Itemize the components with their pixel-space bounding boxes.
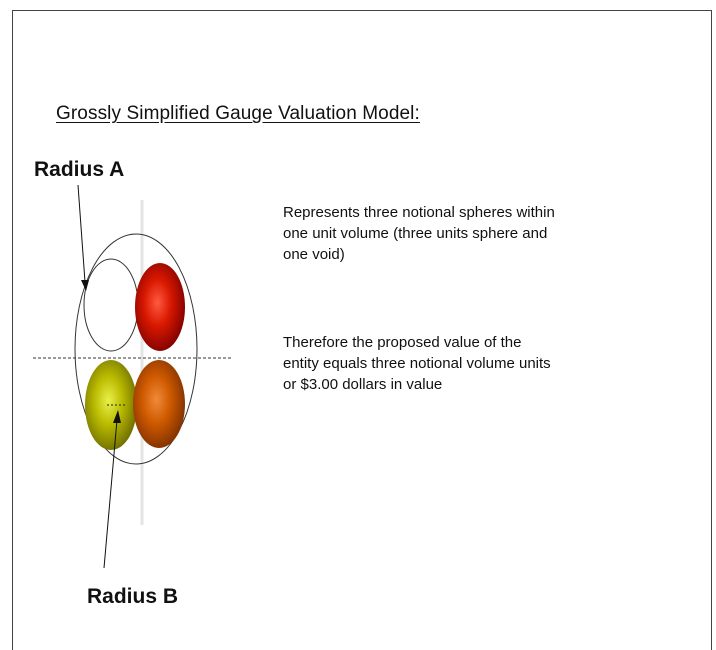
- description-paragraph-1: Represents three notional spheres within…: [283, 202, 683, 265]
- radius-a-arrow: [77, 184, 89, 291]
- outer-unit-volume: [74, 233, 198, 465]
- radius-b-arrow: [103, 410, 121, 569]
- sphere-diagram: [33, 184, 232, 569]
- description-line: one void): [283, 246, 345, 263]
- red-sphere: [135, 263, 185, 351]
- orange-sphere: [133, 360, 185, 448]
- page-title: Grossly Simplified Gauge Valuation Model…: [56, 103, 420, 124]
- description-line: or $3.00 dollars in value: [283, 376, 443, 393]
- radius-a-label: Radius A: [34, 158, 125, 181]
- description-line: entity equals three notional volume unit…: [283, 355, 551, 372]
- description-line: one unit volume (three units sphere and: [283, 225, 548, 242]
- description-paragraph-2: Therefore the proposed value of the enti…: [283, 332, 683, 395]
- description-line: Therefore the proposed value of the: [283, 334, 522, 351]
- slide-frame: [12, 10, 712, 650]
- void-sphere: [83, 258, 139, 352]
- description-line: Represents three notional spheres within: [283, 204, 555, 221]
- radius-b-label: Radius B: [87, 585, 179, 608]
